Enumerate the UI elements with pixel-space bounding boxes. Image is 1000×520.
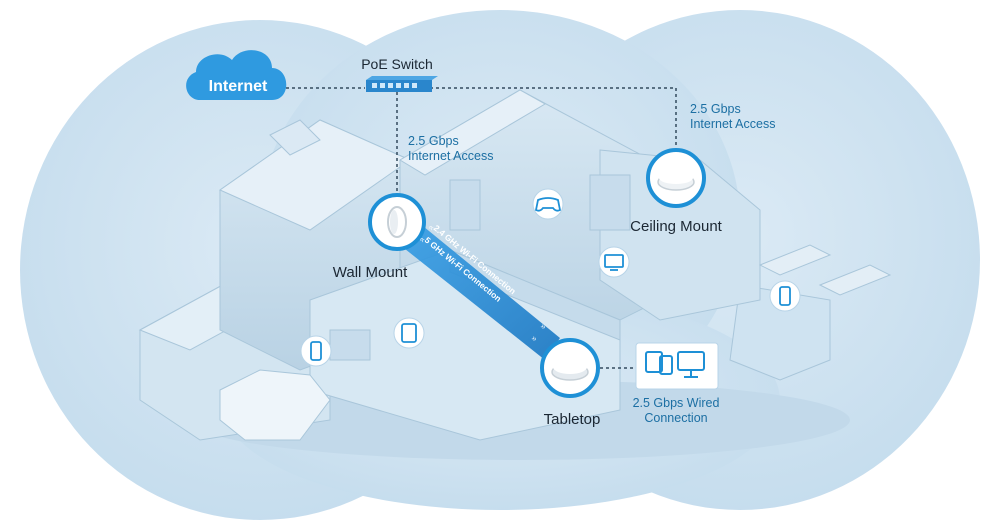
tabletop-device (540, 338, 600, 398)
cloud-icon: Internet (186, 50, 287, 100)
switch-icon (366, 76, 438, 92)
switch-label: PoE Switch (361, 56, 433, 72)
beam-arrows-left2: « (418, 235, 428, 245)
wired-line1: 2.5 Gbps Wired (633, 396, 720, 410)
right-link-line1: 2.5 Gbps (690, 102, 741, 116)
wired-line2: Connection (644, 411, 707, 425)
phone-icon-pool (769, 280, 801, 312)
ceiling-mount-label: Ceiling Mount (630, 218, 723, 235)
devices-icon (635, 342, 719, 390)
beam-arrows-right: » (539, 322, 549, 332)
cloud-label: Internet (209, 78, 268, 95)
gamepad-icon (532, 188, 564, 220)
monitor-icon (598, 246, 630, 278)
wall-mount-device (368, 193, 426, 251)
connections (286, 87, 677, 369)
left-link-line2: Internet Access (408, 149, 493, 163)
beam-arrows-right2: » (530, 334, 540, 344)
tabletop-label: Tabletop (544, 411, 601, 428)
tablet-icon (393, 317, 425, 349)
phone-icon (300, 335, 332, 367)
right-link-line2: Internet Access (690, 117, 775, 131)
wall-mount-label: Wall Mount (333, 264, 408, 281)
ceiling-mount-device (646, 148, 706, 208)
left-link-line1: 2.5 Gbps (408, 134, 459, 148)
beam-arrows-left: « (427, 223, 437, 233)
